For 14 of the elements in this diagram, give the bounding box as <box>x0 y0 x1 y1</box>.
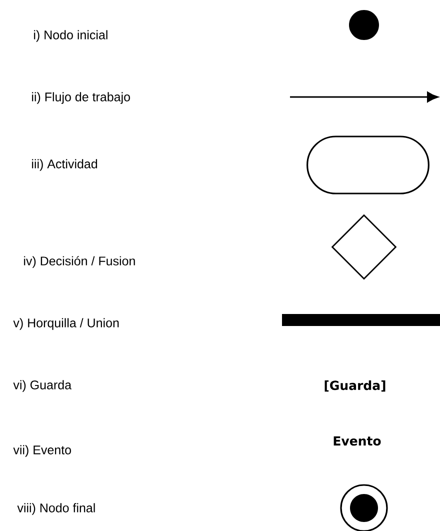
symbol-name: v) Horquilla / Union <box>13 318 119 330</box>
fork-bar <box>282 314 440 326</box>
symbol-name: i) Nodo inicial <box>34 30 108 42</box>
symbol-name: viii) Nodo final <box>17 503 95 515</box>
symbol-text: Evento <box>334 436 381 446</box>
symbol-name: iii) Actividad <box>32 159 98 171</box>
symbol-text: [Guarda] <box>324 380 386 392</box>
initial-node-circle <box>349 10 379 40</box>
final-node-circle <box>340 484 388 531</box>
activity-box <box>306 136 430 194</box>
symbol-name: vi) Guarda <box>13 380 72 392</box>
symbol-name: ii) Flujo de trabajo <box>32 92 130 104</box>
symbol-name: vii) Evento <box>13 445 71 457</box>
symbol-name: iv) Decisión / Fusion <box>24 256 135 268</box>
